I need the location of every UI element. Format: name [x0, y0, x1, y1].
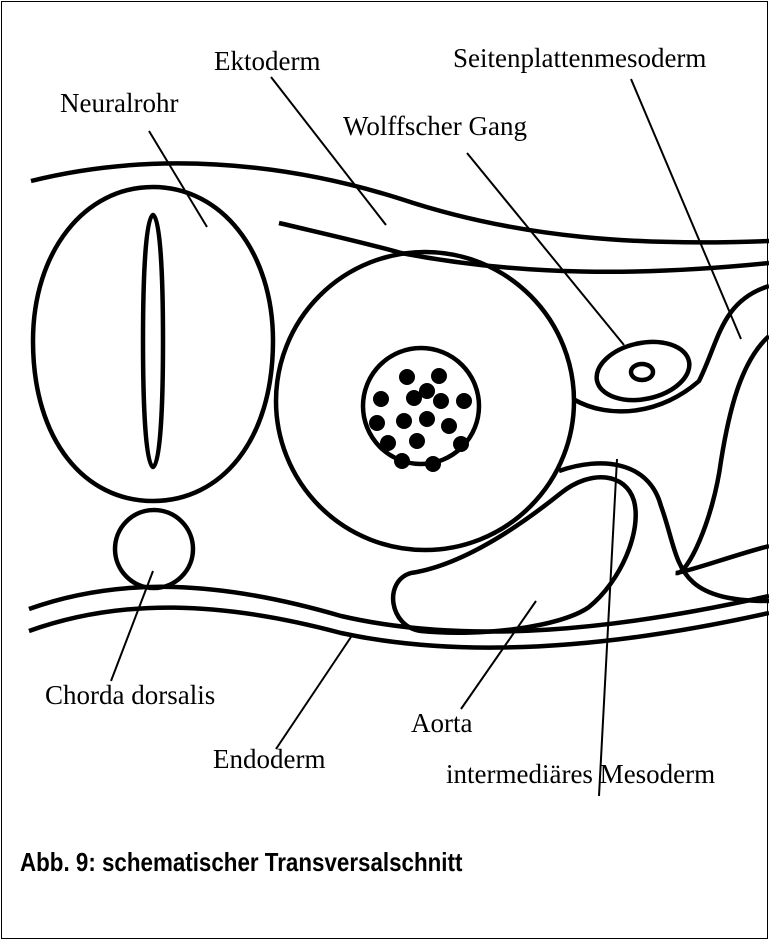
chorda-dorsalis-circle [115, 510, 193, 588]
label-seitenplattenmesoderm: Seitenplattenmesoderm [453, 43, 706, 73]
wolffscher-gang-lumen [631, 364, 653, 380]
label-aorta: Aorta [411, 708, 472, 738]
intermediaeres-mesoderm-lower-line [559, 463, 769, 601]
label-intermediaeres-mesoderm: intermediäres Mesoderm [446, 759, 715, 789]
label-wolffscher-gang: Wolffscher Gang [343, 111, 527, 141]
label-endoderm: Endoderm [213, 744, 325, 774]
somite-circle [276, 252, 574, 550]
label-ektoderm: Ektoderm [214, 46, 320, 76]
neuralrohr-outline [33, 187, 273, 501]
ektoderm-outer-line [31, 163, 769, 242]
figure-caption: Abb. 9: schematischer Transversalschnitt [20, 847, 462, 878]
label-chorda-dorsalis: Chorda dorsalis [45, 680, 215, 710]
somite-dots [369, 368, 472, 472]
label-neuralrohr: Neuralrohr [60, 88, 178, 118]
aorta-outline [393, 477, 636, 632]
neuralrohr-lumen [143, 215, 163, 467]
